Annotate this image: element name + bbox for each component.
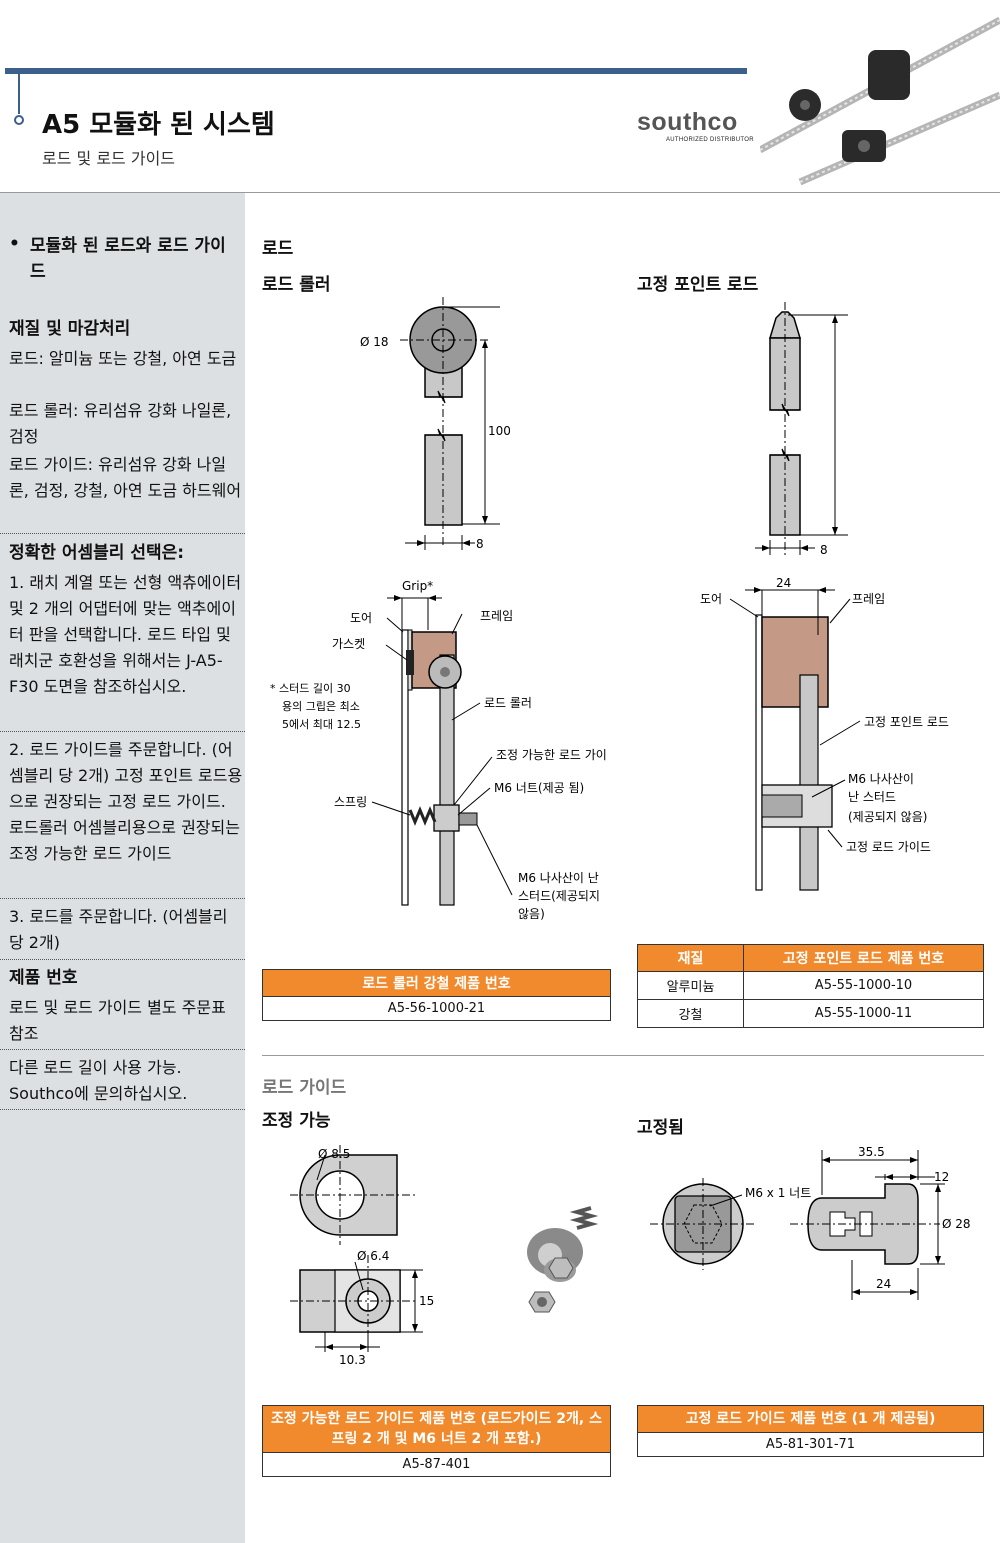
- product-photo: [760, 16, 1000, 186]
- roller-rod-drawing: Ø 18 1000 8: [360, 297, 510, 551]
- rod-heading: 로드: [262, 239, 294, 259]
- bullet-dot: •: [9, 234, 20, 254]
- sidebar-divider: [0, 1049, 245, 1050]
- fixed-nut-label: M6 x 1 너트: [745, 1186, 811, 1200]
- fixed-rod-drawing: 8: [755, 302, 848, 557]
- part-text: 로드 및 로드 가이드 별도 주문표 참조: [9, 998, 226, 1043]
- material-rod: 로드: 알미늄 또는 강철, 아연 도금: [9, 349, 237, 368]
- fixed-rod-label: 고정 포인트 로드: [864, 715, 949, 729]
- stud-label-1: M6 나사산이 난: [518, 871, 599, 885]
- selection-heading: 정확한 어셈블리 선택은:: [9, 543, 185, 563]
- adj-dia-inner: Ø 6.4: [357, 1249, 389, 1263]
- fixed-rod-part-table: 재질 고정 포인트 로드 제품 번호 알루미늄 A5-55-1000-10 강철…: [637, 944, 984, 1028]
- page-subtitle: 로드 및 로드 가이드: [42, 149, 176, 168]
- fixed-dia-label: Ø 28: [942, 1217, 971, 1231]
- roller-width-label: 8: [476, 537, 484, 551]
- sidebar-divider: [0, 533, 245, 534]
- material-aluminum: 알루미늄: [637, 971, 744, 1000]
- adj-dia-outer: Ø 8.5: [318, 1147, 350, 1161]
- southco-logo: southco: [637, 108, 738, 136]
- adjustable-guide-photo: [527, 1206, 599, 1313]
- fixed-guide-part-number: A5-81-301-71: [637, 1432, 984, 1457]
- part-heading: 제품 번호: [9, 968, 78, 988]
- note-line-2: 용의 그립은 최소: [282, 700, 360, 713]
- page-title: A5 모듈화 된 시스템: [42, 110, 275, 140]
- material-steel: 강철: [637, 999, 744, 1028]
- step-1: 1. 래치 계열 또는 선형 액츄에이터 및 2 개의 어댑터에 맞는 액추에이…: [9, 573, 242, 696]
- fixed-guide-table-header: 고정 로드 가이드 제품 번호 (1 개 제공됨): [637, 1405, 984, 1433]
- fixed-thickness-label: 12: [934, 1170, 949, 1184]
- part-steel: A5-55-1000-11: [743, 999, 984, 1028]
- adj-table-header: 조정 가능한 로드 가이드 제품 번호 (로드가이드 2개, 스프링 2 개 및…: [262, 1405, 611, 1453]
- adjustable-heading: 조정 가능: [262, 1111, 331, 1131]
- frame-label: 프레임: [480, 609, 513, 623]
- fixed-rod-heading: 고정 포인트 로드: [637, 275, 759, 295]
- roller-heading: 로드 롤러: [262, 275, 331, 295]
- frame-label: 프레임: [852, 592, 885, 606]
- roller-part-table: 로드 롤러 강철 제품 번호 A5-56-1000-21: [262, 969, 611, 1021]
- guide-heading: 로드 가이드: [262, 1078, 347, 1098]
- sidebar-bullet: 모듈화 된 로드와 로드 가이드: [30, 236, 226, 282]
- sidebar-divider: [0, 731, 245, 732]
- nut-label: M6 너트(제공 됨): [494, 781, 584, 795]
- materials-heading: 재질 및 마감처리: [9, 319, 131, 339]
- other-text: 다른 로드 길이 사용 가능. Southco에 문의하십시오.: [9, 1058, 188, 1103]
- gap-label: 24: [776, 576, 791, 590]
- door-label: 도어: [700, 592, 722, 606]
- step-2: 2. 로드 가이드를 주문합니다. (어셈블리 당 2개) 고정 포인트 로드용…: [9, 740, 243, 863]
- roller-assembly-drawing: Grip* 도어 프레임 가스켓 * 스터드 길이 30 용의 그립은 최소 5…: [270, 579, 607, 921]
- door-label: 도어: [350, 611, 372, 625]
- fixed-guide-heading: 고정됨: [637, 1118, 684, 1138]
- note-line-3: 5에서 최대 12.5: [282, 718, 361, 731]
- note-line-1: * 스터드 길이 30: [270, 682, 351, 695]
- roller-len-label: 1000: [488, 424, 510, 438]
- fixed-length-label: 35.5: [858, 1145, 885, 1159]
- sidebar-divider: [0, 898, 245, 899]
- spring-label: 스프링: [334, 795, 367, 809]
- header-divider: [0, 192, 1000, 193]
- fixed-guide-drawing: M6 x 1 너트 35.5 12 Ø 28 24: [650, 1145, 971, 1300]
- stud-label-3: 않음): [518, 907, 545, 921]
- adj-part-number: A5-87-401: [262, 1452, 611, 1477]
- roller-part-number: A5-56-1000-21: [262, 996, 611, 1021]
- sidebar: [0, 193, 245, 1543]
- roller-label: 로드 롤러: [484, 696, 532, 710]
- roller-dia-label: Ø 18: [360, 335, 389, 349]
- grip-label: Grip*: [402, 579, 433, 593]
- roller-table-header: 로드 롤러 강철 제품 번호: [262, 969, 611, 997]
- adj-width: 10.3: [339, 1353, 366, 1367]
- header-rule: [5, 68, 747, 74]
- fixed-assembly-drawing: 도어 24 프레임 고정 포인트 로드 M6 나사산이 난 스터드 (제공되지 …: [700, 576, 949, 891]
- sidebar-divider: [0, 1109, 245, 1110]
- gasket-label: 가스켓: [332, 637, 365, 651]
- stud-label-1: M6 나사산이: [848, 772, 914, 786]
- fixed-rod-width-label: 8: [820, 543, 828, 557]
- step-3: 3. 로드를 주문합니다. (어셈블리 당 2개): [9, 907, 228, 952]
- stud-label-2: 스터드(제공되지: [518, 889, 600, 903]
- material-col-header: 재질: [637, 944, 744, 972]
- stud-label-2: 난 스터드: [848, 790, 896, 804]
- logo-tagline: AUTHORIZED DISTRIBUTOR: [666, 137, 754, 143]
- adjustable-guide-table: 조정 가능한 로드 가이드 제품 번호 (로드가이드 2개, 스프링 2 개 및…: [262, 1405, 611, 1477]
- fixed-guide-table: 고정 로드 가이드 제품 번호 (1 개 제공됨) A5-81-301-71: [637, 1405, 984, 1457]
- adj-height: 15: [419, 1294, 434, 1308]
- header-accent-line: [18, 74, 20, 114]
- sidebar-divider: [0, 959, 245, 960]
- header-accent-dot: [14, 115, 24, 125]
- fixed-width-label: 24: [876, 1277, 891, 1291]
- stud-label-3: (제공되지 않음): [848, 810, 927, 824]
- part-aluminum: A5-55-1000-10: [743, 971, 984, 1000]
- adj-guide-label: 조정 가능한 로드 가이: [496, 748, 607, 762]
- material-guide: 로드 가이드: 유리섬유 강화 나일론, 검정, 강철, 아연 도금 하드웨어: [9, 455, 242, 500]
- material-roller: 로드 롤러: 유리섬유 강화 나일론, 검정: [9, 401, 232, 446]
- fixed-guide-label: 고정 로드 가이드: [846, 840, 931, 854]
- adjustable-guide-drawing: Ø 8.5 Ø 6.4 15 10.3: [290, 1145, 434, 1367]
- part-col-header: 고정 포인트 로드 제품 번호: [743, 944, 984, 972]
- section-divider: [262, 1055, 984, 1056]
